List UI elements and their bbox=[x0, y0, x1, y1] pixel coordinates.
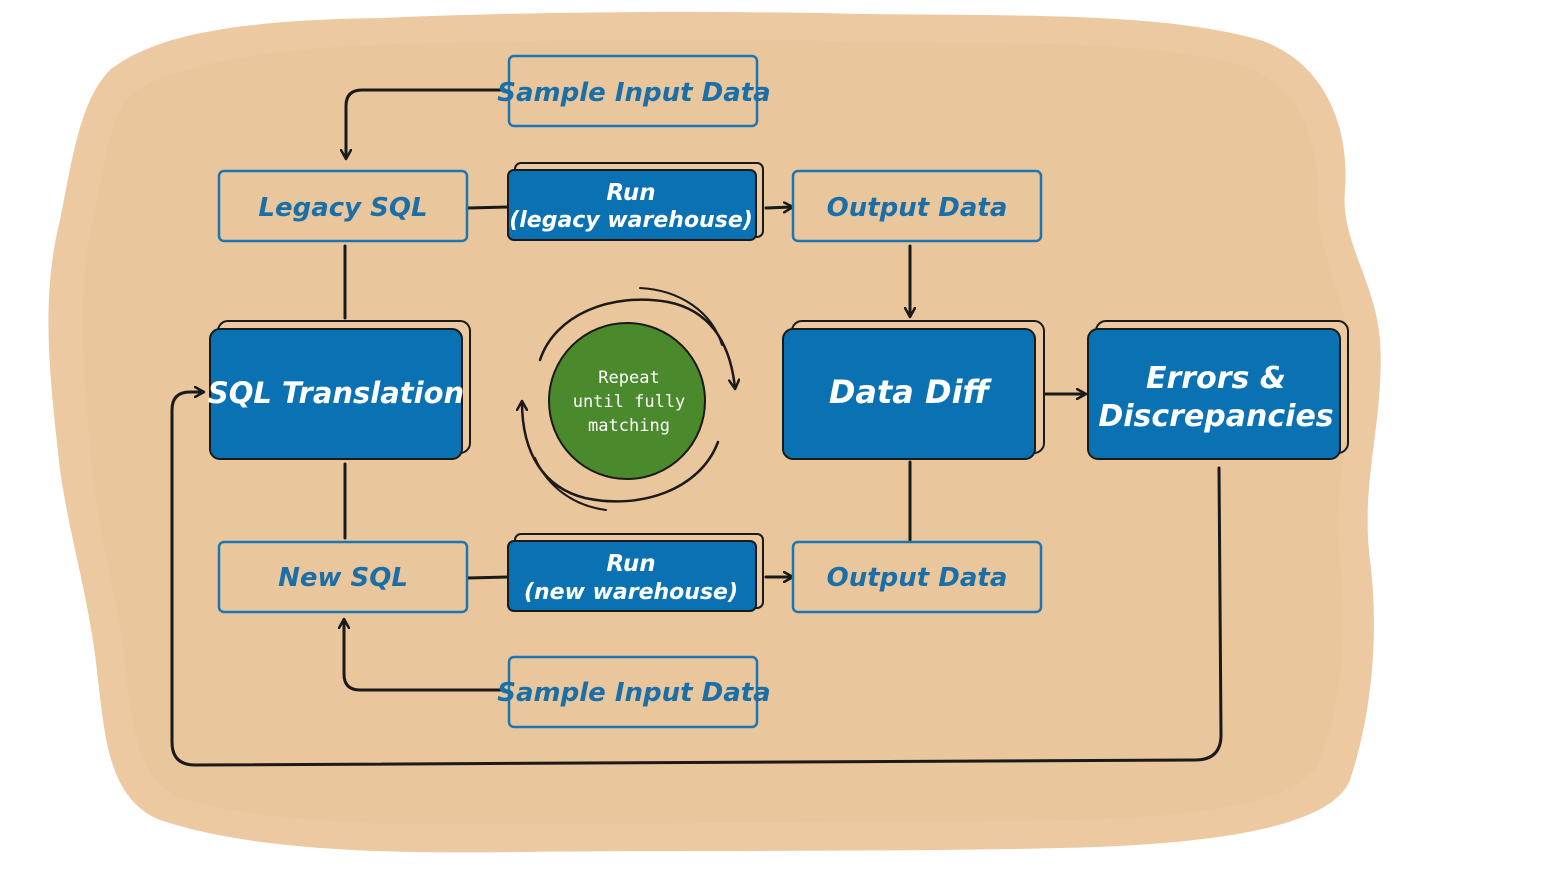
errors-label-line2: Discrepancies bbox=[1098, 399, 1333, 434]
errors-label-line1: Errors & bbox=[1146, 361, 1286, 396]
errors-box bbox=[1087, 328, 1341, 460]
new-sql-label: New SQL bbox=[278, 563, 408, 593]
connector-legacy-to-run bbox=[466, 205, 510, 210]
sql-translation-box bbox=[209, 328, 463, 460]
repeat-circle bbox=[548, 322, 706, 480]
sample-input-bottom-box bbox=[507, 655, 759, 729]
repeat-label-line2: until fully bbox=[573, 392, 686, 412]
output-data-top-box bbox=[791, 169, 1043, 243]
repeat-label-line3: matching bbox=[588, 416, 670, 436]
output-data-bottom-label: Output Data bbox=[827, 563, 1008, 593]
run-legacy-label-line2: (legacy warehouse) bbox=[509, 208, 753, 233]
sql-translation-label: SQL Translation bbox=[208, 376, 464, 410]
connector-new-to-run bbox=[466, 575, 510, 580]
output-data-top-label: Output Data bbox=[827, 193, 1008, 223]
run-new-label-line1: Run bbox=[606, 551, 655, 577]
data-diff-box bbox=[782, 328, 1036, 460]
cycle-swirl-top bbox=[538, 298, 735, 388]
sample-input-bottom-label: Sample Input Data bbox=[497, 678, 770, 708]
output-data-bottom-box bbox=[791, 540, 1043, 614]
cycle-swirl-bottom-inner bbox=[534, 457, 607, 511]
sample-input-top-label: Sample Input Data bbox=[497, 78, 770, 108]
cycle-swirl-bottom bbox=[522, 402, 720, 503]
arrow-sample-to-new bbox=[344, 620, 507, 692]
legacy-sql-box bbox=[217, 169, 469, 243]
cycle-swirl-top-inner bbox=[639, 287, 723, 346]
run-new-label-line2: (new warehouse) bbox=[524, 580, 738, 605]
run-legacy-box bbox=[507, 169, 757, 241]
new-sql-box bbox=[217, 540, 469, 614]
arrow-sample-to-legacy bbox=[346, 88, 507, 158]
arrow-run-legacy-to-output bbox=[764, 207, 792, 208]
data-diff-label: Data Diff bbox=[829, 373, 993, 411]
sample-input-top-box bbox=[507, 54, 759, 128]
arrow-feedback-loop bbox=[170, 392, 1223, 767]
run-legacy-label-line1: Run bbox=[606, 180, 655, 206]
run-new-box bbox=[507, 540, 757, 612]
background-blob-edge bbox=[82, 39, 1351, 825]
repeat-label-line1: Repeat bbox=[598, 368, 659, 388]
legacy-sql-label: Legacy SQL bbox=[258, 193, 427, 223]
